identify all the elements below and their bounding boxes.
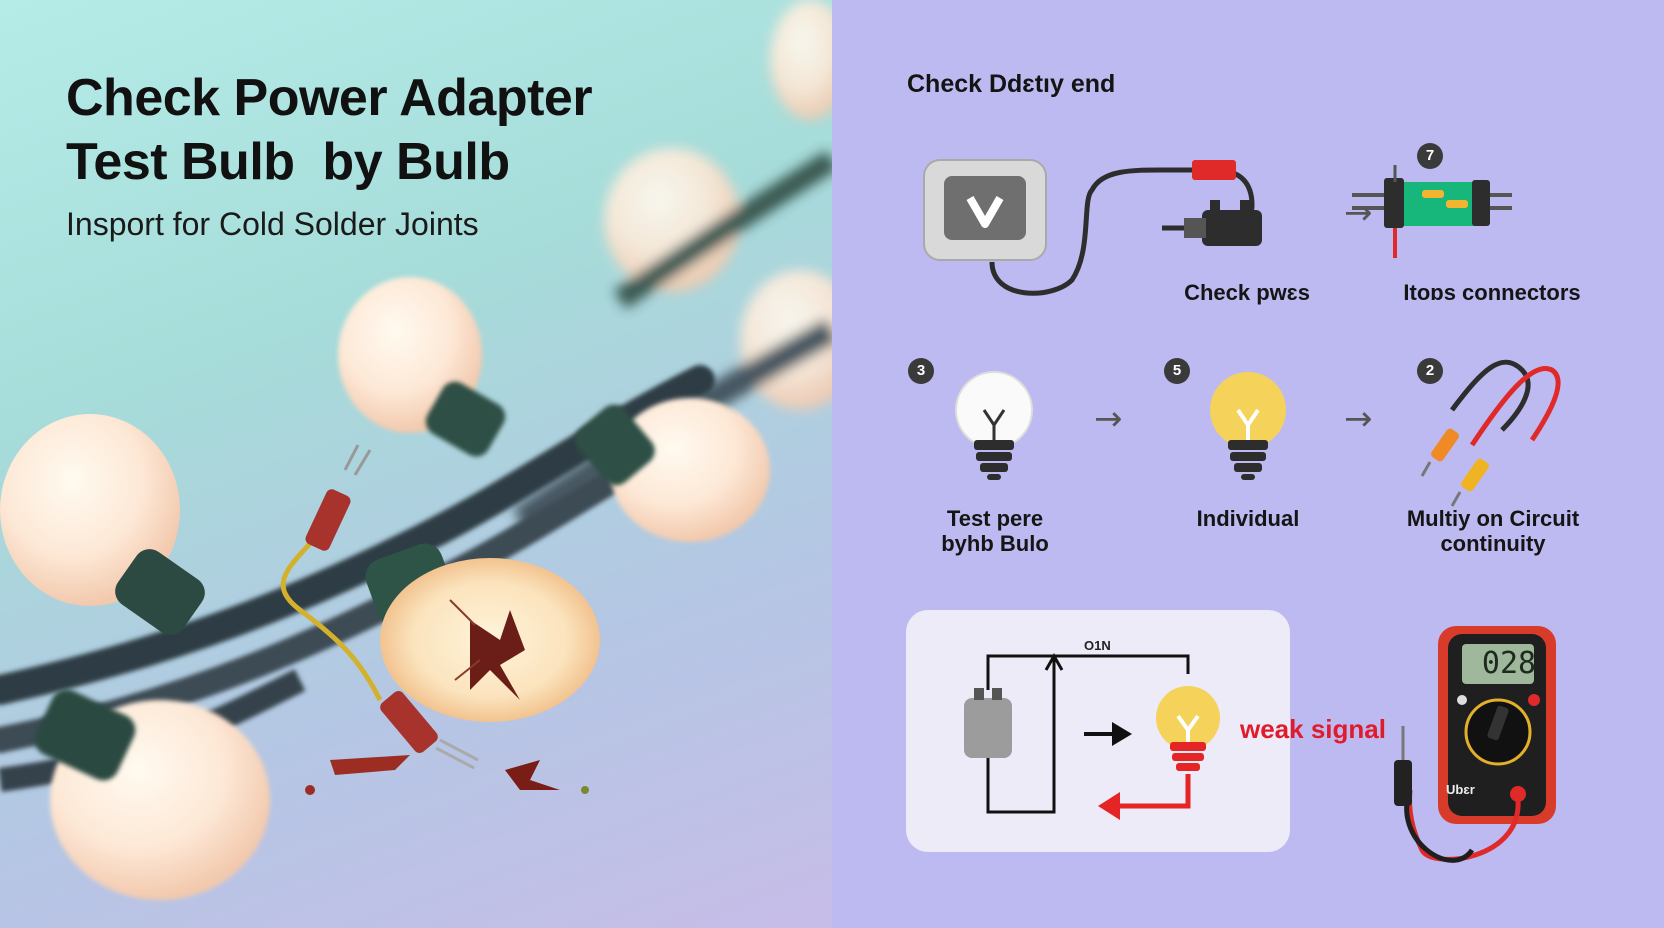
weak-signal-warning: weak signal bbox=[1240, 714, 1386, 744]
step-test-label-line-1: Test pеrе bbox=[946, 506, 1044, 531]
step-multimeter-label-line-1: Multiy on Circuit bbox=[1406, 506, 1580, 531]
circuit-on-label: O1N bbox=[1084, 638, 1111, 653]
page-subtitle: Insport for Cold Solder Joints bbox=[66, 206, 479, 242]
step-badge: 3 bbox=[908, 358, 934, 384]
title-line-1: Check Power Adapter bbox=[66, 69, 593, 127]
step-badge: 5 bbox=[1164, 358, 1190, 384]
step-badge: 7 bbox=[1417, 143, 1443, 169]
step-multimeter-label: Multiy on Circuit continuity bbox=[1388, 506, 1598, 556]
arrow-right-icon: → bbox=[1094, 399, 1123, 439]
multimeter-brand: Ubɛr bbox=[1446, 782, 1475, 797]
connector-icon bbox=[1352, 165, 1512, 258]
multimeter-reading: 028 bbox=[1481, 646, 1537, 681]
step-test-label: Test pеrе byhb Bulo bbox=[902, 506, 1088, 556]
bulb-white-icon bbox=[955, 371, 1033, 480]
diagram-panel: Check Ddɛtıy end Check pwɛs → 7 Itoɒs co… bbox=[832, 0, 1664, 928]
circuit-diagram bbox=[964, 652, 1220, 820]
diagram-title: Check Ddɛtıy end bbox=[907, 70, 1116, 98]
diagram-art bbox=[923, 159, 1561, 507]
page-title: Check Power Adapter Test Bulb by Bulb bbox=[66, 66, 593, 194]
title-line-2: Test Bulb by Bulb bbox=[66, 133, 510, 191]
step-check-label: Check pwɛs bbox=[1184, 280, 1310, 305]
step-badge: 2 bbox=[1417, 358, 1443, 384]
step-individual-label: Individual bbox=[1196, 506, 1300, 531]
arrow-right-icon: → bbox=[1344, 399, 1373, 439]
step-multimeter-label-line-2: continuity bbox=[1440, 531, 1546, 556]
arrow-right-icon: → bbox=[1344, 193, 1373, 233]
power-adapter-icon bbox=[923, 159, 1262, 296]
photo-panel: Check Power Adapter Test Bulb by Bulb In… bbox=[0, 0, 832, 928]
step-test-label-line-2: byhb Bulo bbox=[941, 531, 1049, 556]
bulb-yellow-icon bbox=[1210, 372, 1286, 480]
circuit-diagram-card bbox=[906, 610, 1290, 852]
string-lights-illustration bbox=[0, 0, 832, 900]
step-connectors-label: Itoɒs connectors bbox=[1403, 280, 1581, 305]
probe-icon bbox=[1420, 359, 1561, 507]
